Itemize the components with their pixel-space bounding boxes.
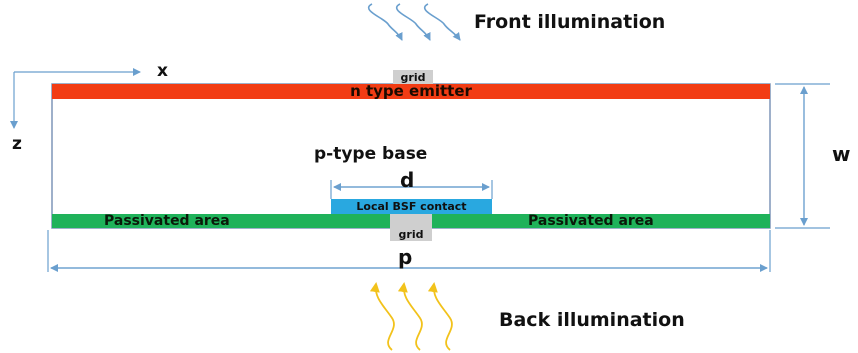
passivated-left-label: Passivated area	[104, 213, 230, 229]
emitter-label-box: n type emitter	[52, 82, 770, 100]
back-illumination-arrows	[369, 282, 453, 351]
local-bsf-label: Local BSF contact	[356, 200, 467, 213]
back-arrow-1	[369, 282, 395, 351]
front-arrow-2	[396, 3, 431, 41]
back-illumination-label: Back illumination	[499, 309, 685, 331]
pitch-label: p	[398, 245, 413, 269]
x-axis-label: x	[157, 61, 168, 81]
emitter-label: n type emitter	[350, 82, 472, 100]
top-grid-label: grid	[393, 71, 433, 84]
front-illumination-arrows	[368, 3, 461, 41]
passivated-right-label: Passivated area	[528, 213, 654, 229]
bottom-grid-label: grid	[390, 228, 432, 241]
pitch-dimension	[47, 230, 771, 272]
passivated-area-left	[52, 214, 390, 228]
local-bsf-label-box: Local BSF contact	[331, 199, 492, 214]
front-illumination-label: Front illumination	[474, 11, 666, 33]
passivated-left-label-box: Passivated area	[52, 214, 390, 228]
thickness-label: w	[832, 142, 851, 166]
front-arrow-1	[368, 3, 403, 41]
passivated-area-right	[432, 214, 770, 228]
back-arrow-3	[427, 282, 453, 351]
back-arrow-2	[397, 282, 423, 351]
axis-indicator	[10, 68, 141, 129]
thickness-dimension	[775, 83, 830, 229]
passivated-right-label-box: Passivated area	[432, 214, 770, 228]
front-arrow-3	[424, 3, 461, 41]
local-bsf-contact	[331, 199, 492, 214]
emitter-layer	[52, 84, 770, 99]
contact-width-dimension	[330, 180, 493, 199]
base-label: p-type base	[314, 144, 428, 164]
z-axis-label: z	[12, 134, 22, 154]
contact-width-label: d	[400, 168, 415, 192]
